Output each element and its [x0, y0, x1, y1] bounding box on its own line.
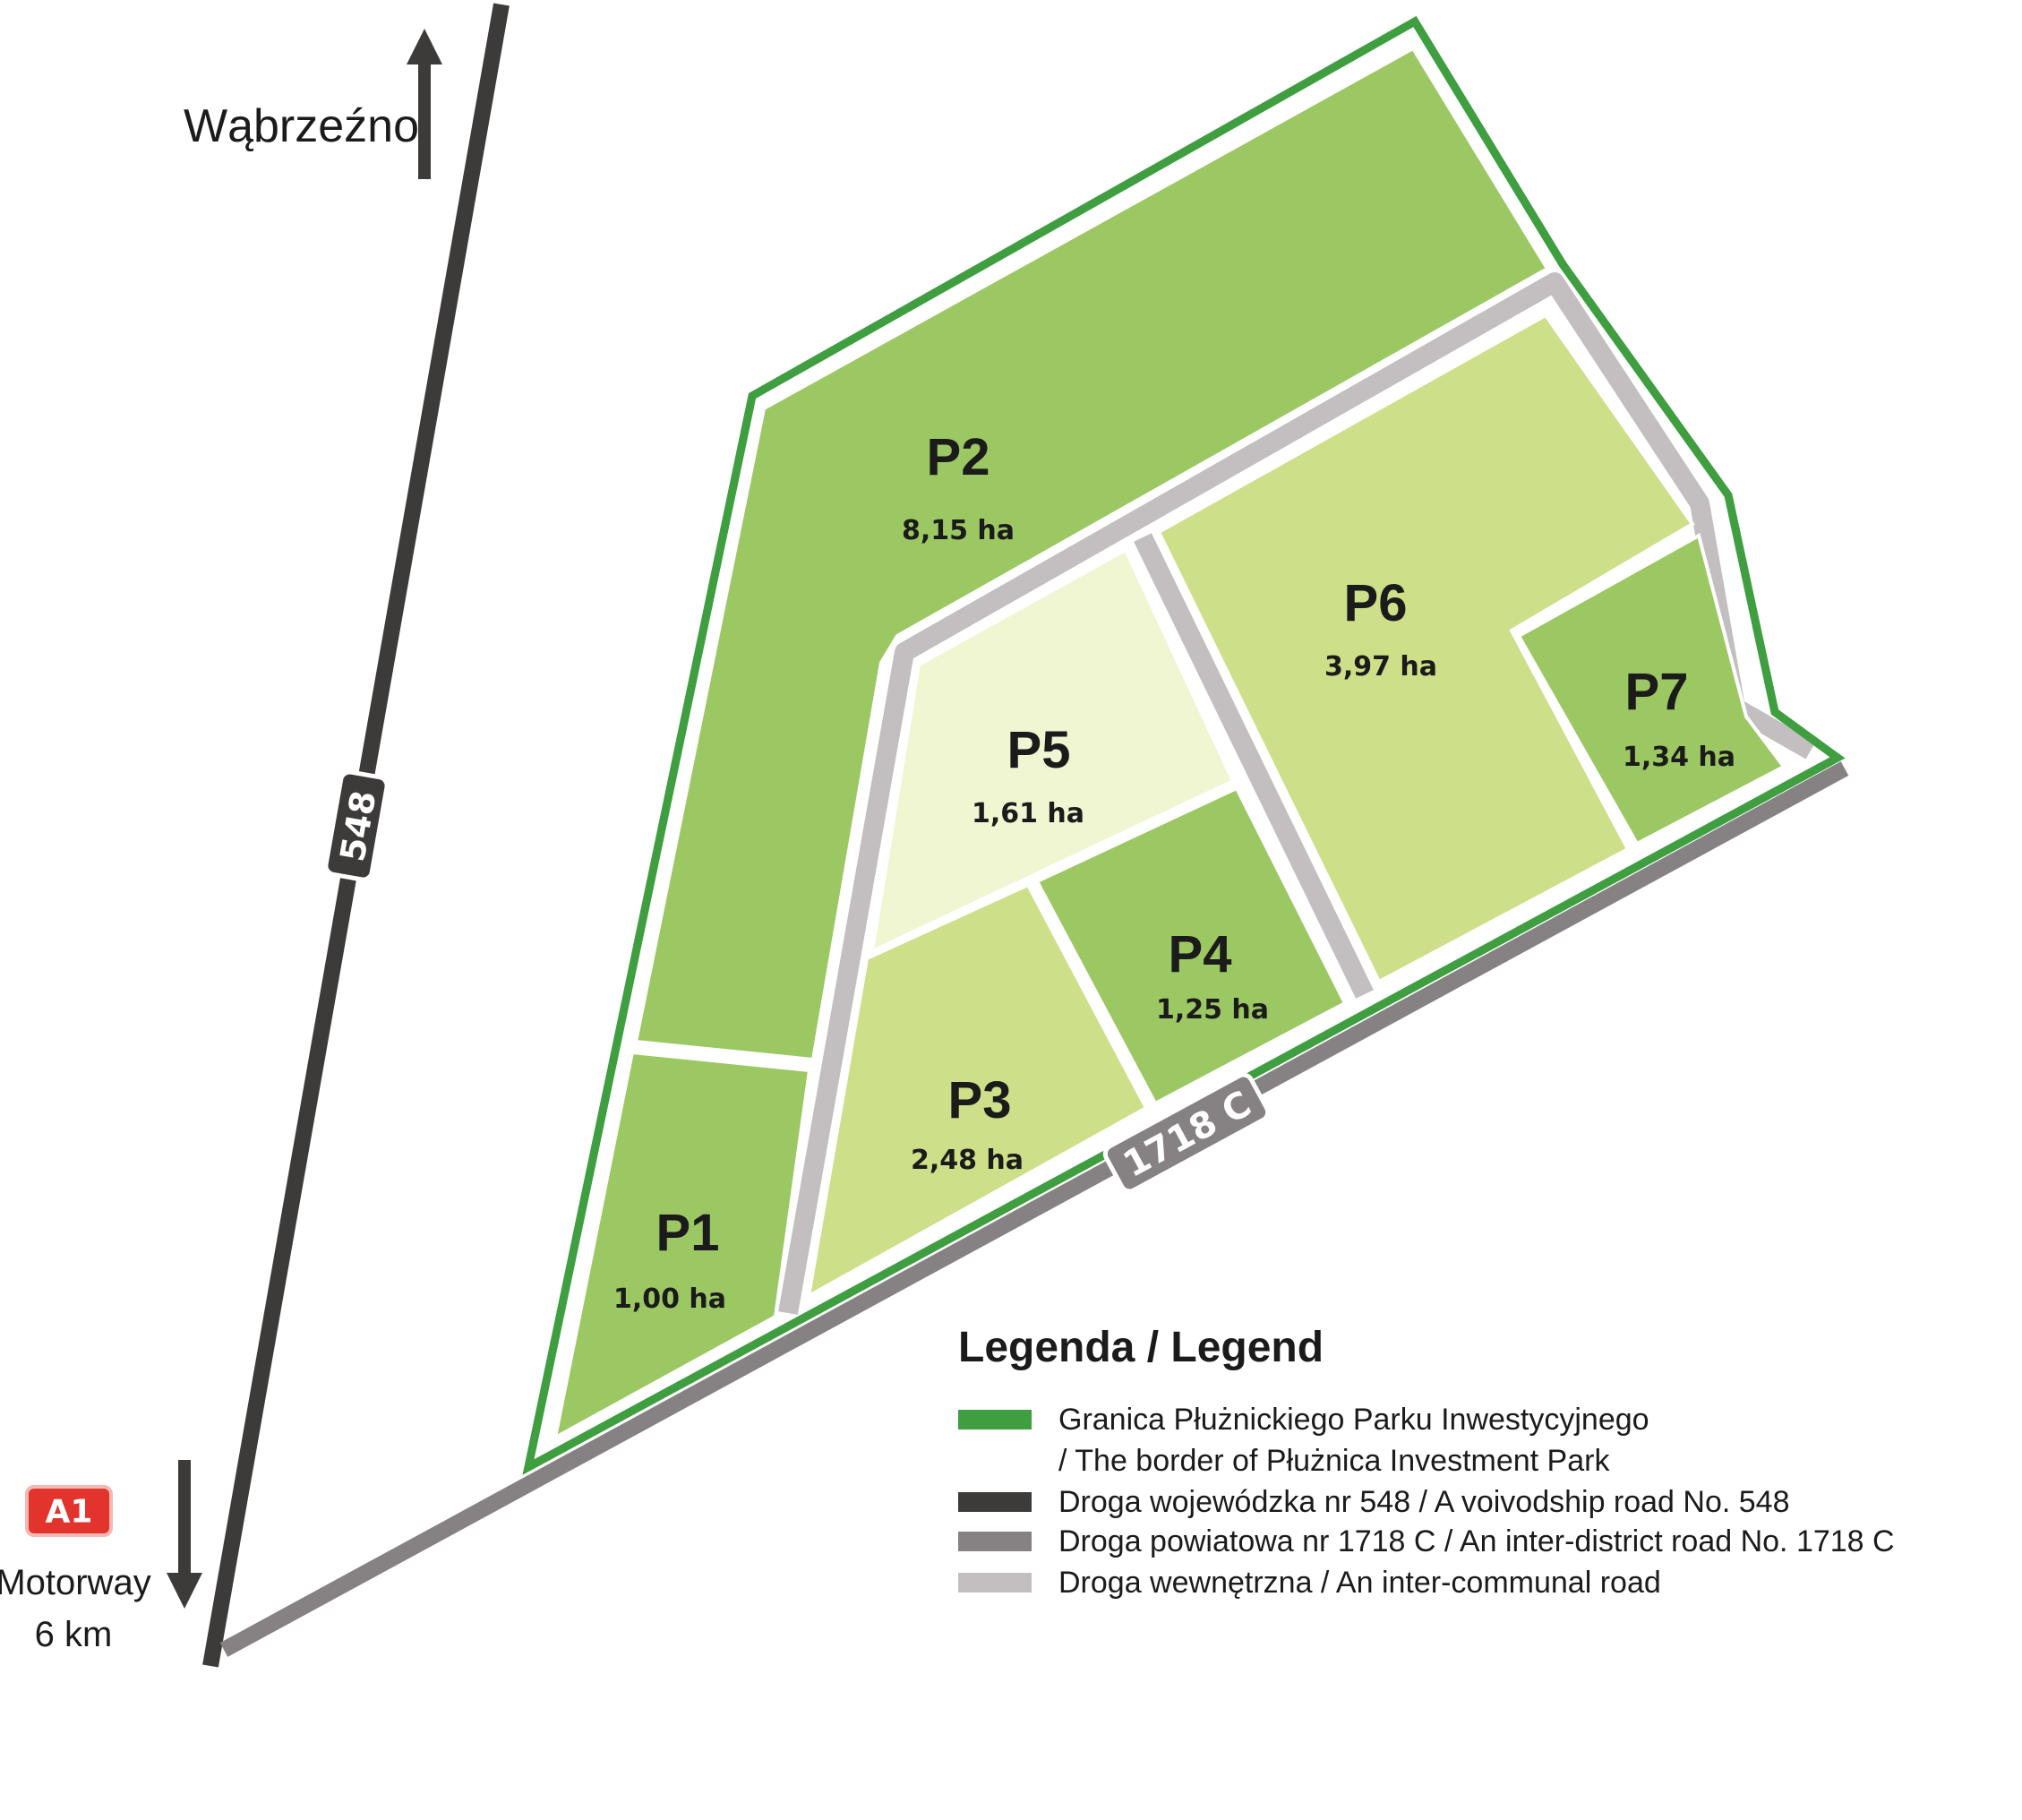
plot-label-p2: P2 8,15 ha — [902, 428, 1015, 546]
legend-item-internal-road: Droga wewnętrzna / An inter-communal roa… — [1058, 1566, 1661, 1600]
plot-area: 8,15 ha — [902, 515, 1015, 546]
motorway-number: A1 — [46, 1494, 93, 1531]
road-badge-548: 548 — [323, 769, 390, 882]
internal-road-main — [778, 272, 1816, 1315]
legend: Legenda / Legend Granica Płużnickiego Pa… — [958, 1324, 1895, 1600]
legend-item-border-line2: / The border of Płużnica Investment Park — [1058, 1444, 1610, 1478]
plot-p3 — [806, 882, 1149, 1300]
motorway-distance: 6 km — [35, 1615, 113, 1654]
plot-p5 — [870, 547, 1236, 955]
internal-road-branch — [1134, 533, 1374, 999]
arrow-up-icon — [407, 29, 442, 179]
district-road-1718c — [219, 761, 1849, 1657]
legend-swatch-internal-road — [958, 1573, 1032, 1592]
plot-area: 1,25 ha — [1156, 994, 1269, 1026]
legend-item-border-line1: Granica Płużnickiego Parku Inwestycyjneg… — [1058, 1403, 1649, 1437]
plot-p6 — [1156, 313, 1695, 984]
legend-title: Legenda / Legend — [958, 1324, 1324, 1371]
plot-p4 — [1034, 786, 1348, 1106]
plot-label-p1: P1 1,00 ha — [613, 1204, 726, 1315]
legend-item-voivodship-road: Droga wojewódzka nr 548 / A voivodship r… — [1058, 1485, 1790, 1519]
plot-p2 — [633, 46, 1550, 1062]
motorway-label: Motorway — [0, 1563, 151, 1602]
legend-item-district-road: Droga powiatowa nr 1718 C / An inter-dis… — [1058, 1524, 1895, 1558]
plot-p1 — [553, 1050, 812, 1441]
legend-swatch-district-road — [958, 1532, 1032, 1551]
plot-area: 2,48 ha — [911, 1145, 1024, 1176]
plot-label-p5: P5 1,61 ha — [972, 721, 1084, 829]
plot-id: P6 — [1344, 574, 1408, 632]
plot-area: 1,00 ha — [613, 1283, 726, 1315]
legend-swatch-voivodship-road — [958, 1492, 1032, 1512]
plot-id: P2 — [927, 428, 990, 486]
park-border — [522, 15, 1846, 1475]
plot-label-p3: P3 2,48 ha — [911, 1071, 1024, 1176]
plot-area: 1,61 ha — [972, 798, 1084, 829]
plot-id: P4 — [1169, 925, 1232, 983]
plot-id: P3 — [948, 1071, 1012, 1129]
plot-label-p4: P4 1,25 ha — [1156, 925, 1269, 1026]
plot-label-p6: P6 3,97 ha — [1324, 574, 1437, 682]
plot-label-p7: P7 1,34 ha — [1623, 663, 1735, 773]
plot-id: P7 — [1625, 663, 1689, 721]
legend-swatch-border — [958, 1410, 1032, 1429]
plot-area: 1,34 ha — [1623, 742, 1735, 773]
north-destination-label: Wąbrzeźno — [184, 100, 419, 152]
plot-area: 3,97 ha — [1324, 651, 1437, 682]
plot-id: P1 — [656, 1204, 720, 1262]
plot-p7 — [1516, 532, 1787, 846]
arrow-down-icon — [167, 1460, 202, 1609]
motorway-badge: A1 — [25, 1485, 113, 1537]
plot-id: P5 — [1007, 721, 1071, 779]
